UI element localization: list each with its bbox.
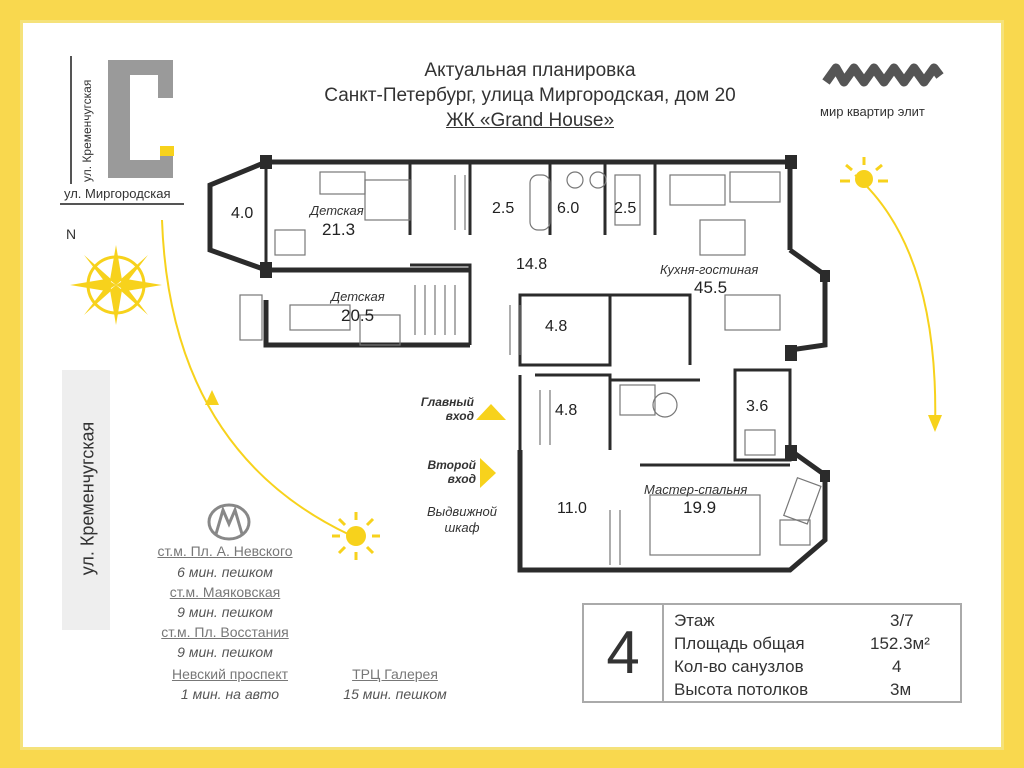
room-area-hall: 14.8 — [516, 256, 548, 273]
room-area-dressing: 3.6 — [746, 398, 769, 415]
building-shape-icon — [108, 60, 174, 178]
room-area-bath-2: 6.0 — [557, 200, 580, 217]
sun-south-icon — [332, 512, 380, 560]
nevsky-label: Невский проспект — [171, 666, 289, 682]
room-area-master: 19.9 — [683, 498, 717, 517]
logo: мир квартир элит — [818, 62, 948, 119]
info-value-area: 152.3м² — [870, 634, 930, 653]
room-area-kitchen: 45.5 — [694, 278, 728, 297]
logo-mark-icon — [822, 63, 944, 87]
building-location-map — [108, 60, 176, 178]
title-line-3: ЖК «Grand House» — [445, 110, 615, 131]
room-area-wardrobe: 11.0 — [557, 500, 587, 517]
info-label-area: Площадь общая — [674, 634, 805, 653]
nevsky-time: 1 мин. на авто — [180, 686, 280, 702]
room-area-wc: 2.5 — [614, 200, 637, 217]
room-area-bath-3: 4.8 — [555, 402, 578, 419]
street-horizontal-line — [60, 203, 184, 205]
apartment-info-box: 4 Этаж 3/7 Площадь общая 152.3м² Кол-во … — [582, 603, 962, 703]
room-area-kids-1: 21.3 — [322, 220, 356, 239]
metro-time-2: 9 мин. пешком — [177, 604, 273, 620]
room-area-kids-2: 20.5 — [341, 306, 375, 325]
street-vertical-label-wrap: ул. Кременчугская — [78, 55, 96, 185]
info-label-ceiling: Высота потолков — [674, 680, 809, 699]
metro-station-3: ст.м. Пл. Восстания — [161, 624, 289, 640]
gallery-label: ТРЦ Галерея — [352, 666, 438, 682]
metro-time-3: 9 мин. пешком — [177, 644, 273, 660]
metro-logo-icon — [207, 503, 251, 541]
room-area-bath-1: 2.5 — [492, 200, 515, 217]
floor-plan — [207, 155, 830, 573]
rooms-count: 4 — [584, 605, 664, 701]
metro-station-2: ст.м. Маяковская — [169, 584, 281, 600]
street-vertical-label: ул. Кременчугская — [80, 79, 94, 182]
main-entrance-arrow-icon — [476, 404, 506, 420]
second-entrance-label: Второй вход — [427, 458, 477, 486]
street-big-label: ул. Кременчугская — [77, 421, 98, 576]
street-big-label-wrap: ул. Кременчугская — [62, 370, 110, 630]
wardrobe-label: Выдвижной шкаф — [427, 504, 497, 535]
info-value-ceiling: 3м — [890, 680, 912, 699]
room-name-kids-2: Детская — [331, 289, 385, 304]
room-area-storage: 4.8 — [545, 318, 568, 335]
room-area-balcony: 4.0 — [231, 205, 254, 222]
compass-north-label: N — [66, 226, 77, 242]
room-name-kitchen: Кухня-гостиная — [660, 262, 759, 277]
logo-text: мир квартир элит — [820, 104, 925, 119]
metro-time-1: 6 мин. пешком — [177, 564, 273, 580]
gallery-time: 15 мин. пешком — [343, 686, 447, 702]
metro-station-1: ст.м. Пл. А. Невского — [157, 543, 293, 559]
info-label-floor: Этаж — [674, 611, 715, 630]
street-vertical-line — [70, 56, 72, 184]
main-entrance-label: Главный вход — [420, 395, 474, 423]
info-value-floor: 3/7 — [890, 611, 914, 630]
title-line-1: Актуальная планировка — [424, 60, 636, 81]
title-line-2: Санкт-Петербург, улица Миргородская, дом… — [324, 85, 736, 106]
sun-path-icon — [161, 174, 942, 536]
info-label-bathrooms: Кол-во санузлов — [674, 657, 804, 676]
second-entrance-arrow-icon — [480, 458, 496, 488]
room-name-kids-1: Детская — [310, 203, 364, 218]
compass-rose-icon — [70, 245, 162, 325]
sun-east-icon — [840, 157, 888, 188]
room-name-master: Мастер-спальня — [644, 482, 748, 497]
info-value-bathrooms: 4 — [892, 657, 902, 676]
street-horizontal-label: ул. Миргородская — [64, 186, 171, 201]
